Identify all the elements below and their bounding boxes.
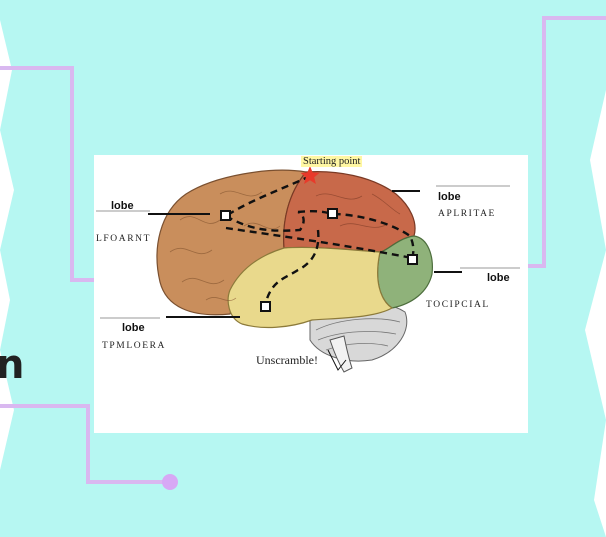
temporal-scrambled: TPMLOERA xyxy=(102,341,166,351)
temporal-blank-label: lobe xyxy=(122,322,145,334)
parietal-blank-label: lobe xyxy=(438,191,461,203)
frontal-blank-label: lobe xyxy=(111,200,134,212)
parietal-scrambled: APLRITAE xyxy=(438,209,496,219)
unscramble-caption: Unscramble! xyxy=(256,353,318,368)
frontal-scrambled: LFOARNT xyxy=(96,234,151,244)
occipital-scrambled: TOCIPCIAL xyxy=(426,300,490,310)
occipital-blank-label: lobe xyxy=(487,272,510,284)
starting-point-label: Starting point xyxy=(301,156,362,167)
